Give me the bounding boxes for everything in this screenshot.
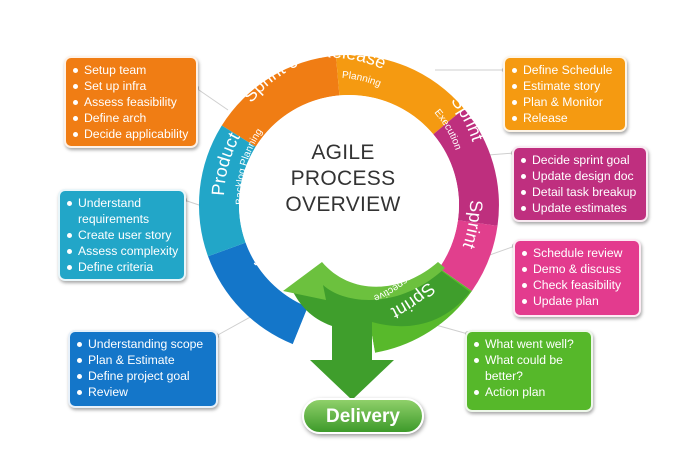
list-item: Release (511, 110, 619, 126)
segment-project (208, 242, 308, 345)
list-item: Schedule review (521, 245, 633, 261)
list-item: Update estimates (520, 200, 640, 216)
sprint-execution-box: Decide sprint goal Update design doc Det… (512, 146, 648, 222)
list-item: Demo & discuss (521, 261, 633, 277)
list-item: Create user story (66, 227, 178, 243)
sprint-review-box: Schedule review Demo & discuss Check fea… (513, 239, 641, 317)
list-item: Update design doc (520, 168, 640, 184)
list-item: Understand requirements (66, 195, 173, 227)
delivery-label: Delivery (302, 398, 424, 434)
center-title-line2: PROCESS (290, 167, 396, 190)
list-item: Setup team (72, 62, 190, 78)
list-item: Define arch (72, 110, 190, 126)
list-item: Decide applicability (72, 126, 190, 142)
list-item: Define project goal (76, 368, 210, 384)
center-title-line3: OVERVIEW (285, 193, 401, 216)
center-title-line1: AGILE (311, 141, 375, 164)
retrospective-box: What went well? What could be better? Ac… (465, 330, 593, 412)
list-item: Decide sprint goal (520, 152, 640, 168)
release-box: Define Schedule Estimate story Plan & Mo… (503, 56, 627, 132)
list-item: Check feasibility (521, 277, 633, 293)
list-item: Detail task breakup (520, 184, 640, 200)
product-box: Understand requirements Create user stor… (58, 189, 186, 281)
segment-sprint0 (221, 55, 340, 147)
list-item: Review (76, 384, 210, 400)
list-item: Action plan (473, 384, 585, 400)
list-item: Understanding scope (76, 336, 210, 352)
center-title: AGILE PROCESS OVERVIEW (278, 140, 408, 218)
project-box: Understanding scope Plan & Estimate Defi… (68, 330, 218, 408)
sprint0-box: Setup team Set up infra Assess feasibili… (64, 56, 198, 148)
list-item: Define criteria (66, 259, 178, 275)
delivery-arrow (283, 262, 470, 400)
list-item: Estimate story (511, 78, 619, 94)
list-item: Define Schedule (511, 62, 619, 78)
list-item: Assess feasibility (72, 94, 190, 110)
list-item: Update plan (521, 293, 633, 309)
list-item: What could be better? (473, 352, 573, 384)
list-item: What went well? (473, 336, 585, 352)
list-item: Plan & Monitor (511, 94, 619, 110)
ring-segments (198, 55, 499, 355)
segment-product (198, 125, 256, 257)
segment-sprint-review (439, 220, 498, 291)
list-item: Plan & Estimate (76, 352, 210, 368)
segment-release (335, 55, 464, 135)
list-item: Assess complexity (66, 243, 178, 259)
segment-sprint-execution (433, 108, 499, 226)
list-item: Set up infra (72, 78, 190, 94)
